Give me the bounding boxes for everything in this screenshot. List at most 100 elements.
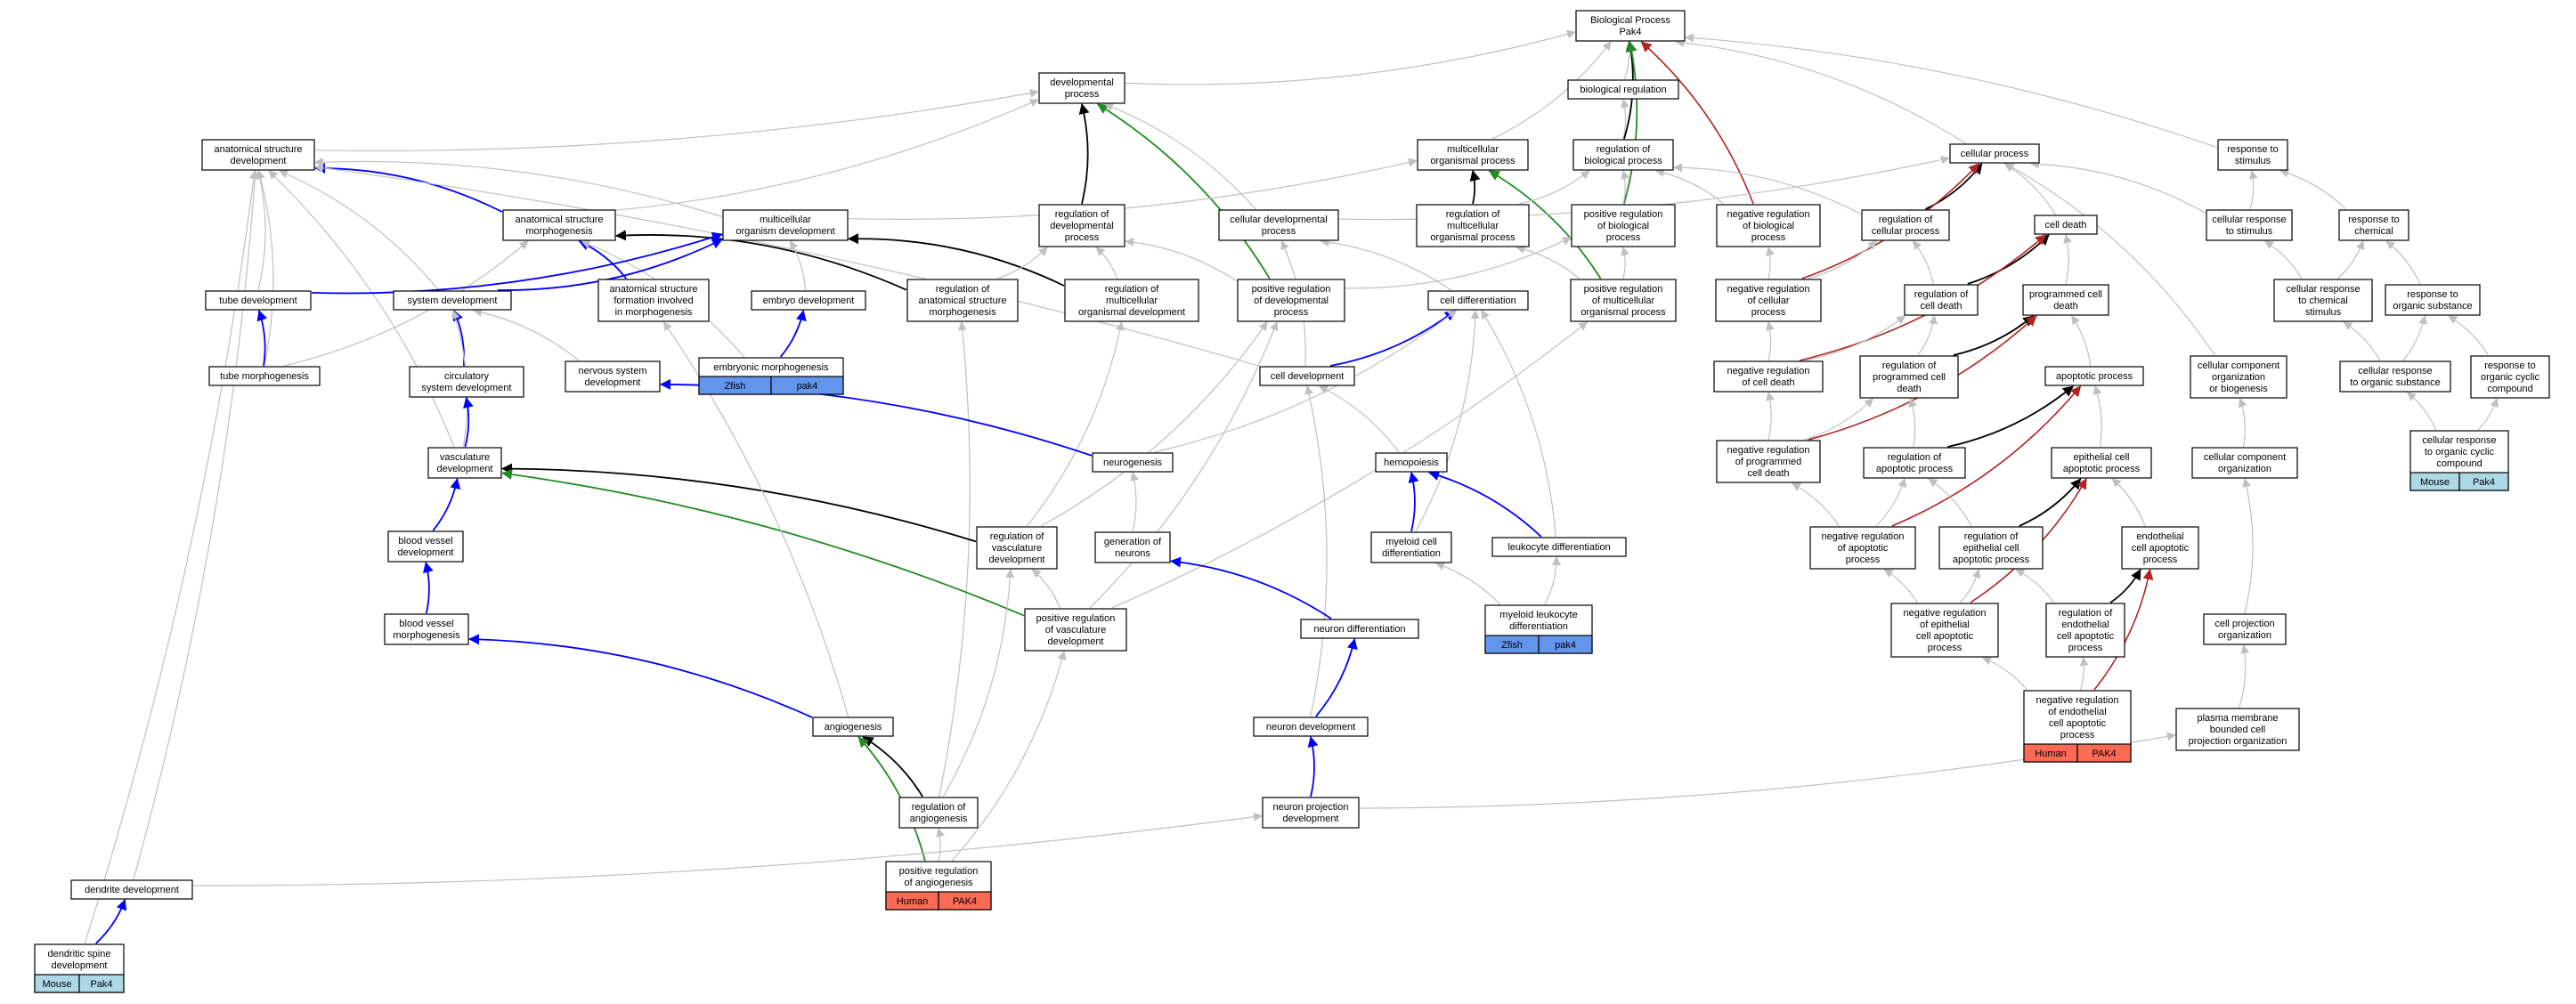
node-label-line: developmental <box>1050 221 1114 231</box>
node-box <box>502 209 616 241</box>
node-label-line: neurons <box>1115 548 1150 559</box>
node-cell-diff[interactable]: cell differentiation <box>1427 290 1529 311</box>
node-label-line: process <box>1274 307 1309 318</box>
edge-pos_reg_dev-to-dev_proc <box>1096 103 1271 279</box>
node-box <box>1890 603 1999 658</box>
node-embryo-dev[interactable]: embryo development <box>751 290 866 311</box>
node-sys-dev[interactable]: system development <box>393 290 512 311</box>
node-leuk-diff[interactable]: leukocyte differentiation <box>1491 537 1627 557</box>
node-cell-death[interactable]: cell death <box>2034 215 2098 235</box>
node-box <box>2051 447 2152 479</box>
node-tube-morph[interactable]: tube morphogenesis <box>208 366 321 386</box>
node-dend-dev[interactable]: dendrite development <box>70 879 193 900</box>
edge-neg_reg_cd-to-reg_cell_death <box>1804 315 1906 361</box>
node-label-line: of programmed <box>1735 457 1802 467</box>
node-cell-proc[interactable]: cellular process <box>1949 143 2040 164</box>
edge-tube_morph-to-tube_dev <box>256 310 268 367</box>
node-angio[interactable]: angiogenesis <box>812 717 894 737</box>
node-bio-reg[interactable]: biological regulation <box>1567 79 1679 100</box>
edge-neg_reg_cell_proc-to-reg_cell_proc <box>1808 240 1877 279</box>
node-label-line: organic substance <box>2393 301 2472 312</box>
node-label-line: cell apoptotic <box>2049 718 2107 729</box>
node-label-line: of epithelial <box>1920 619 1970 630</box>
edge-reg_anat_morph-to-anat_morph <box>615 230 907 291</box>
node-apop-proc[interactable]: apoptotic process <box>2044 366 2144 386</box>
node-label-line: cell death <box>1920 301 1962 312</box>
node-neurogen[interactable]: neurogenesis <box>1092 452 1174 473</box>
node-label-line: cellular response <box>2212 215 2286 225</box>
node-cell-dev[interactable]: cell development <box>1259 366 1355 386</box>
node-label-line: organismal process <box>1430 156 1516 166</box>
node-tube-dev[interactable]: tube development <box>205 290 312 311</box>
edge-resp_chem-to-resp_stim <box>2279 168 2347 210</box>
edge-sys_dev-to-anat_dev <box>279 169 440 291</box>
node-label-line: regulation of <box>1879 215 1933 225</box>
edge-neur_dev-to-neur_diff <box>1315 638 1358 717</box>
node-hemopoiesis[interactable]: hemopoiesis <box>1375 452 1448 473</box>
node-neur-diff[interactable]: neuron differentiation <box>1300 619 1419 639</box>
node-neur-dev[interactable]: neuron development <box>1253 717 1369 737</box>
node-box <box>1218 209 1339 241</box>
node-label-line: angiogenesis <box>825 722 882 733</box>
